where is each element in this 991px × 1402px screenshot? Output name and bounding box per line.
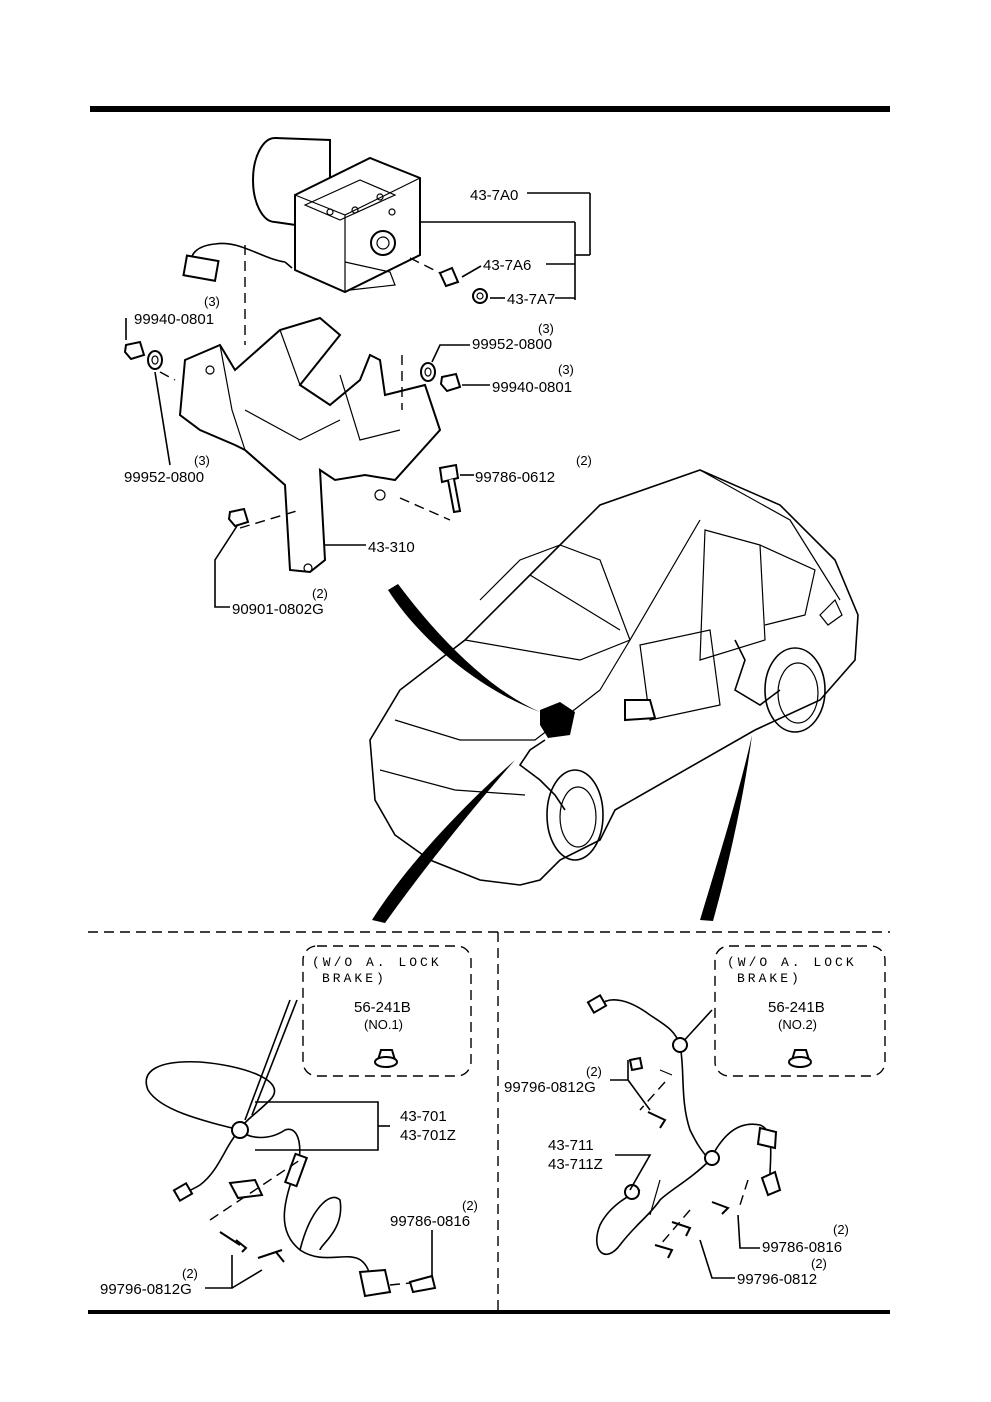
bracket-43-310 — [178, 316, 442, 574]
qty-front-bolt-0812g: (2) — [182, 1266, 198, 1281]
nut-90901-0802g — [227, 507, 250, 528]
rear-note-line1: (W/O A. LOCK — [727, 955, 857, 970]
washer-right — [420, 362, 436, 382]
label-43-7a7: 43-7A7 — [507, 291, 555, 308]
front-bolts — [209, 1159, 437, 1294]
qty-washer-left: (3) — [194, 453, 210, 468]
hcu-unit — [182, 137, 421, 294]
bottom-rule — [88, 1310, 890, 1314]
rear-plug-no: (NO.2) — [778, 1017, 817, 1032]
label-43-711: 43-711 — [548, 1137, 594, 1154]
pointer-to-front-sensor — [372, 760, 515, 923]
label-washer-right: 99952-0800 — [472, 336, 552, 353]
fitting-43-7a6 — [409, 257, 460, 288]
front-note-line2: BRAKE) — [322, 971, 387, 986]
label-rear-bolt-0812: 99796-0812 — [737, 1271, 817, 1288]
label-43-7a0: 43-7A0 — [470, 187, 518, 204]
label-washer-left: 99952-0800 — [124, 469, 204, 486]
qty-bolt-0612: (2) — [576, 453, 592, 468]
front-callout-line — [244, 999, 291, 1121]
label-nut-left: 99940-0801 — [134, 311, 214, 328]
qty-bracket-nut: (2) — [312, 586, 328, 601]
label-nut-right: 99940-0801 — [492, 379, 572, 396]
front-note-line1: (W/O A. LOCK — [312, 955, 442, 970]
front-sensor-harness — [145, 1060, 392, 1298]
front-plug-part: 56-241B — [354, 999, 411, 1016]
label-front-bolt-0812g: 99796-0812G — [100, 1281, 192, 1298]
front-plug-no: (NO.1) — [364, 1017, 403, 1032]
qty-rear-bolt-0816: (2) — [833, 1222, 849, 1237]
plug-56-241b-no1 — [374, 1049, 398, 1068]
top-rule — [90, 106, 890, 112]
pointer-to-rear-sensor — [700, 735, 752, 921]
rear-plug-part: 56-241B — [768, 999, 825, 1016]
rear-bolts — [628, 1056, 749, 1259]
label-43-711z: 43-711Z — [548, 1156, 603, 1173]
label-rear-bolt-0812g: 99796-0812G — [504, 1079, 596, 1096]
plug-56-241b-no2 — [788, 1049, 812, 1068]
pointer-to-hcu — [388, 584, 540, 712]
qty-rear-bolt-0812g: (2) — [586, 1064, 602, 1079]
rear-note-box — [714, 945, 886, 1077]
label-43-701: 43-701 — [400, 1108, 447, 1125]
label-43-310: 43-310 — [368, 539, 415, 556]
qty-nut-right: (3) — [558, 362, 574, 377]
washer-left — [147, 350, 163, 370]
rear-sensor-harness — [586, 993, 782, 1256]
qty-rear-bolt-0812: (2) — [811, 1256, 827, 1271]
front-note-box — [302, 945, 472, 1077]
qty-front-bolt-0816: (2) — [462, 1198, 478, 1213]
nut-left — [123, 340, 146, 361]
vehicle-illustration — [369, 469, 859, 886]
bolt-99786-0612 — [438, 463, 462, 514]
qty-washer-right: (3) — [538, 321, 554, 336]
label-bracket-nut: 90901-0802G — [232, 601, 324, 618]
fitting-43-7a7 — [472, 288, 488, 304]
label-43-7a6: 43-7A6 — [483, 257, 531, 274]
label-43-701z: 43-701Z — [400, 1127, 456, 1144]
label-bolt-0612: 99786-0612 — [475, 469, 555, 486]
label-front-bolt-0816: 99786-0816 — [390, 1213, 470, 1230]
qty-nut-left: (3) — [204, 294, 220, 309]
front-sensor-bracket-line — [255, 1101, 379, 1151]
label-rear-bolt-0816: 99786-0816 — [762, 1239, 842, 1256]
rear-note-line2: BRAKE) — [737, 971, 802, 986]
nut-right — [439, 372, 462, 393]
